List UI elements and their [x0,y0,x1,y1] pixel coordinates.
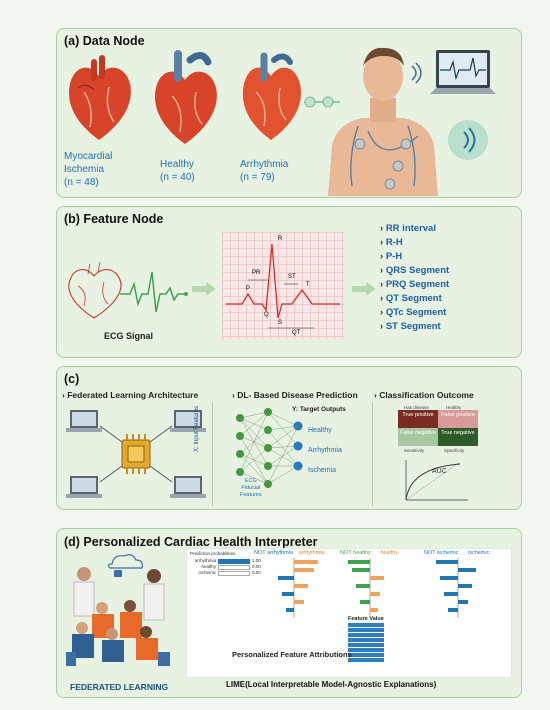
laptop-monitor-icon [430,50,496,94]
federated-architecture-icon [66,410,206,498]
patient-figure-icon [328,47,438,196]
lime-bars-ischemic [436,558,476,618]
ecg-label-t: T [306,282,310,288]
feature-item: RR interval [380,222,449,236]
ecg-label-s: S [278,320,283,326]
matrix-col-header: Healthy [446,405,462,410]
sub-classification-title: Classification Outcome [374,390,473,400]
feature-item: P-H [380,250,449,264]
ecg-label-st: ST [288,274,296,280]
output-healthy: Healthy [308,427,332,434]
sub-dl-title: DL- Based Disease Prediction [232,390,357,400]
lime-full-label: LIME(Local Interpretable Model-Agnostic … [226,680,437,689]
sub-federated-title: Federated Learning Architecture [62,390,198,400]
heart-arrhythmia-icon [242,52,301,140]
ecg-label-r: R [278,236,283,242]
wireless-transmit-icon [448,120,488,160]
arrow-right-icon [192,282,216,296]
neural-network-icon [236,408,303,488]
ecg-label-qt: QT [292,330,301,336]
x-input-label: X: Input Features [194,405,200,452]
output-arrhythmia: Arrhythmia [308,447,342,454]
prediction-probabilities-title: Prediction probabilities [190,551,236,556]
ecg-label-pr: PR [252,270,261,276]
wifi-signal-icon [411,62,422,84]
prediction-box: arrhythmia 1.00 healthy 0.00 ischemic 0.… [194,558,261,576]
feature-item: R-H [380,236,449,250]
panel-b-title: (b) Feature Node [64,212,164,226]
matrix-cell-tn: True negative [438,428,478,446]
lime-header: NOT healthy healthy [340,550,399,556]
ecg-waveform-grid: R PR ST P T Q S QT [222,232,344,340]
feature-list: RR interval R-H P-H QRS Segment PRQ Segm… [380,222,449,334]
y-output-label: Y: Target Outputs [292,406,346,413]
federated-people-illustration [66,554,170,666]
federated-learning-label: FEDERATED LEARNING [70,682,169,692]
personalized-attributions-label: Personalized Feature Attributions [232,650,352,659]
panel-d-title: (d) Personalized Cardiac Health Interpre… [64,535,318,549]
output-ischemia: Ischemia [308,467,337,474]
lime-header: NOT ischemic ischemic [424,550,490,556]
input-note: ECG Fiducial Features [240,478,262,498]
divider [372,402,373,506]
feature-value-title: Feature Value [348,616,384,622]
heart-healthy-icon [155,50,217,144]
auc-label: AUC [432,468,447,475]
output-labels: Healthy Arrhythmia Ischemia [308,421,342,481]
lime-header: NOT arrhythmia arrhythmia [254,550,325,556]
heart-ischemia-label: Myocardial Ischemia (n = 48) [64,151,113,188]
feature-item: ST Segment [380,320,449,334]
divider [212,402,213,506]
feature-item: QRS Segment [380,264,449,278]
feature-value-table [348,623,384,663]
matrix-footer: Sensitivity [404,448,425,453]
matrix-cell-fn: False negative [398,428,438,446]
ecg-label-q: Q [264,312,269,318]
feature-item: QT Segment [380,292,449,306]
panel-c-title: (c) [64,372,80,386]
electrode-connector-icon [304,96,340,108]
ecg-label-p: P [246,286,251,292]
lime-bars-healthy [348,558,384,618]
heart-arrhythmia-label: Arrhythmia (n = 79) [240,159,289,183]
panel-a-title: (a) Data Node [64,34,145,48]
matrix-cell-tp: True positive [398,410,438,428]
feature-item: QTc Segment [380,306,449,320]
matrix-cell-fp: False positive [438,410,478,428]
lime-bars-arrhythmia [278,558,318,618]
feature-item: PRQ Segment [380,278,449,292]
ecg-heart-signal-icon [68,262,188,319]
roc-curve-icon [405,460,468,501]
matrix-footer: Specificity [444,448,465,453]
arrow-right-icon [352,282,376,296]
matrix-col-header: Has disease [404,405,429,410]
heart-healthy-label: Healthy (n = 40) [160,159,195,183]
ecg-signal-label: ECG Signal [104,331,154,341]
heart-ischemia-icon [69,55,131,140]
